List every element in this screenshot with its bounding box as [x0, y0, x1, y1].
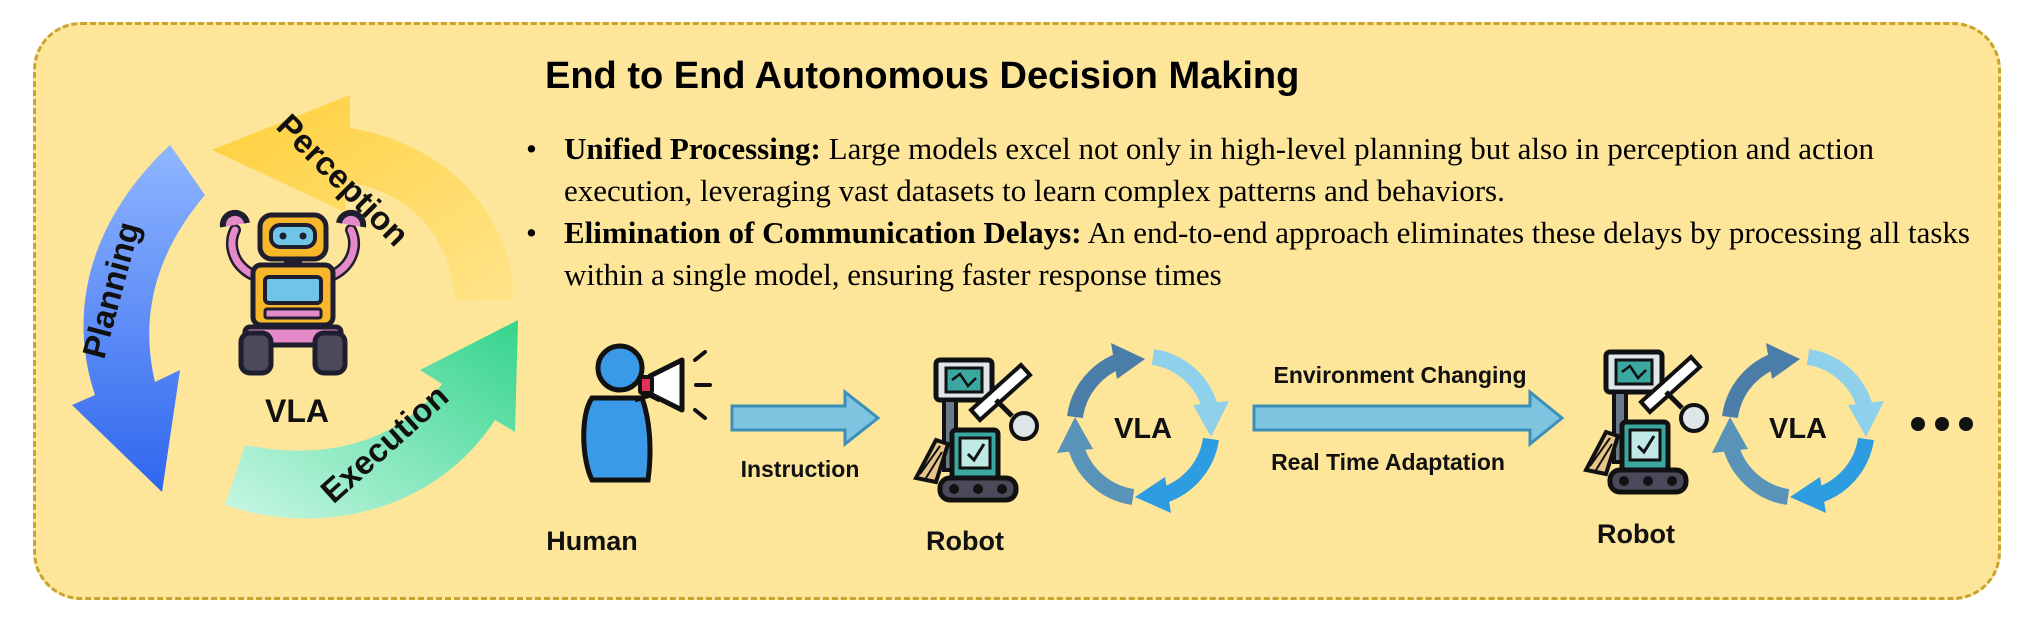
bullet-dot: •	[526, 131, 537, 166]
bullet-term: Elimination of Communication Delays:	[564, 215, 1082, 250]
robot-arm-icon	[1582, 349, 1709, 495]
bullet-list: • Unified Processing: Large models excel…	[526, 128, 1976, 296]
perception-arrow	[212, 95, 515, 300]
cycle-arrows-icon	[1712, 343, 1884, 513]
cycle-arrows-icon	[1057, 343, 1229, 513]
bullet-dot: •	[526, 215, 537, 250]
human-megaphone-icon	[581, 343, 712, 483]
adaptation-arrow	[1252, 388, 1565, 448]
bullet-communication-delays: • Elimination of Communication Delays: A…	[526, 212, 1976, 296]
bullet-unified-processing: • Unified Processing: Large models excel…	[526, 128, 1976, 212]
planning-arrow	[72, 145, 205, 492]
robot-label-2: Robot	[1597, 519, 1675, 549]
human-label: Human	[546, 526, 638, 556]
environment-changing-label: Environment Changing	[1274, 362, 1527, 388]
execution-arrow	[225, 320, 518, 519]
bullet-text: An end-to-end approach eliminates these …	[564, 215, 1970, 292]
instruction-label: Instruction	[741, 456, 860, 482]
real-time-adaptation-label: Real Time Adaptation	[1271, 449, 1505, 475]
vla-label-2: VLA	[1769, 413, 1827, 445]
cycle-diagram: Perception Planning Execution	[72, 95, 518, 519]
diagram-title: End to End Autonomous Decision Making	[545, 55, 1300, 97]
vla-label-1: VLA	[1114, 413, 1172, 445]
cycle-center-label: VLA	[265, 393, 329, 429]
ellipsis-icon	[1911, 417, 1973, 431]
bullet-term: Unified Processing:	[564, 131, 821, 166]
robot-arm-icon	[912, 357, 1039, 503]
robot-mascot-icon	[219, 209, 367, 376]
robot-label-1: Robot	[926, 526, 1004, 556]
instruction-arrow	[730, 388, 881, 448]
bullet-text: Large models excel not only in high-leve…	[564, 131, 1875, 208]
